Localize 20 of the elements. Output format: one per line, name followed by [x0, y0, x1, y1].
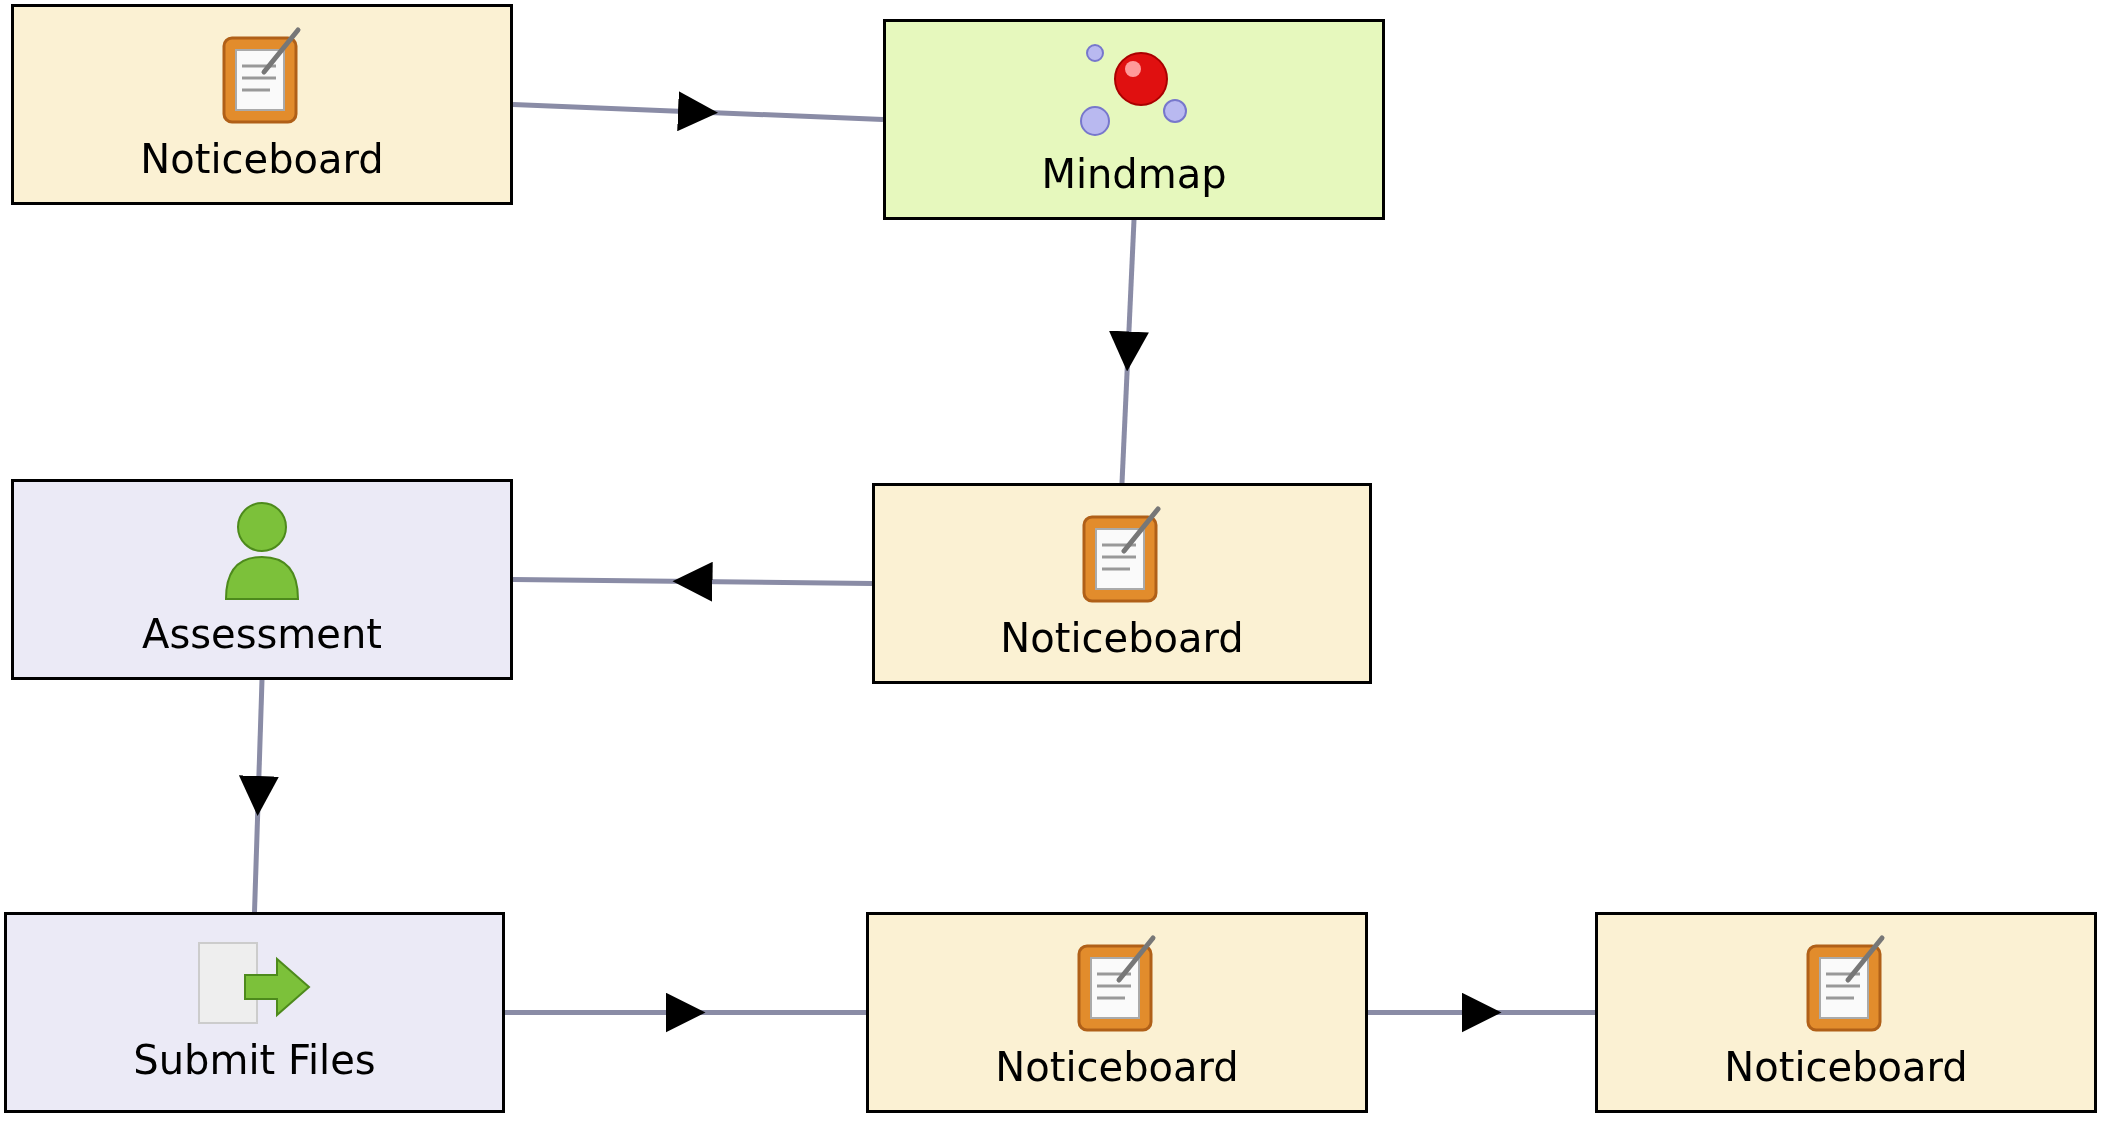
activity-box — [883, 19, 1385, 220]
arrow — [1368, 992, 1595, 1033]
activity-box — [866, 912, 1368, 1113]
activity-box — [4, 912, 505, 1113]
activity-box — [872, 483, 1372, 684]
activity-label: Mindmap — [1041, 149, 1227, 199]
arrow — [238, 679, 279, 913]
activity-label: Assessment — [142, 609, 382, 659]
activity-label: Submit Files — [133, 1035, 376, 1085]
arrow — [1108, 219, 1149, 484]
activity-box — [1595, 912, 2097, 1113]
activity-box — [11, 479, 513, 680]
activity-label: Noticeboard — [995, 1042, 1239, 1092]
activity-label: Noticeboard — [140, 134, 384, 184]
arrow — [505, 992, 866, 1033]
arrow — [512, 561, 873, 602]
activity-label: Noticeboard — [1724, 1042, 1968, 1092]
arrow — [512, 91, 884, 132]
activity-label: Noticeboard — [1000, 613, 1244, 663]
activity-box — [11, 4, 513, 205]
